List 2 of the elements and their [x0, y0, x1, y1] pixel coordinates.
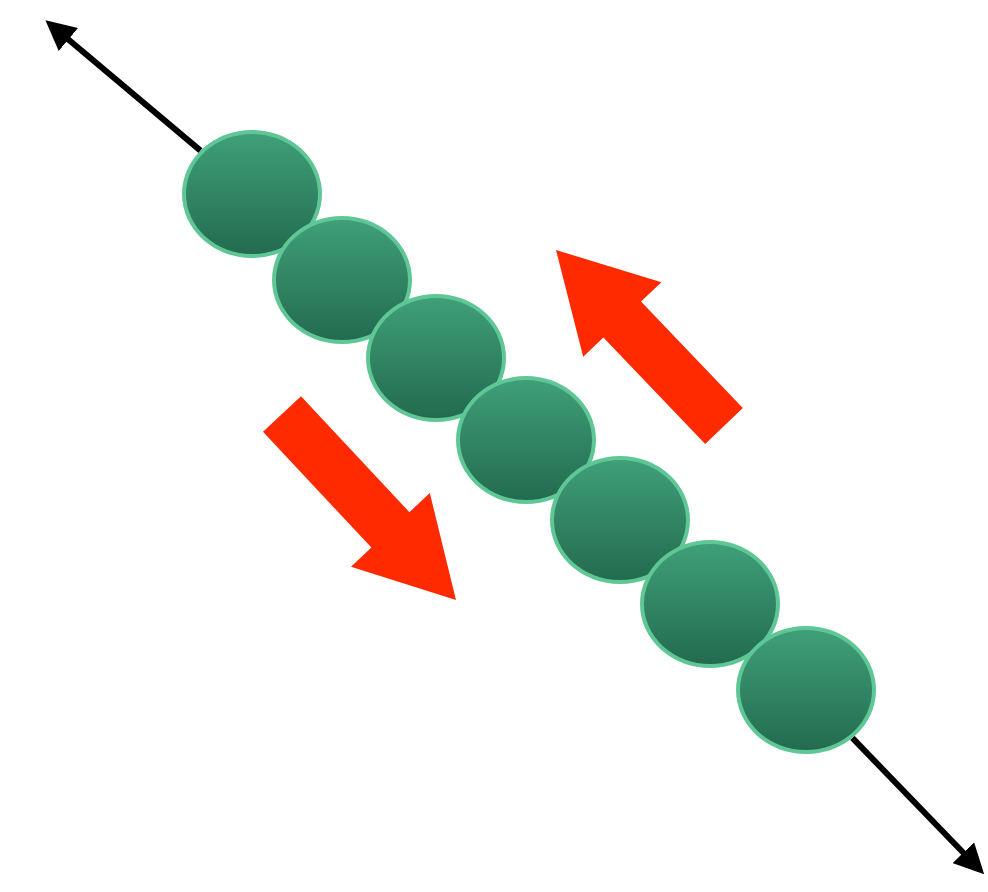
arrow — [45, 20, 203, 153]
arrow — [850, 735, 985, 875]
